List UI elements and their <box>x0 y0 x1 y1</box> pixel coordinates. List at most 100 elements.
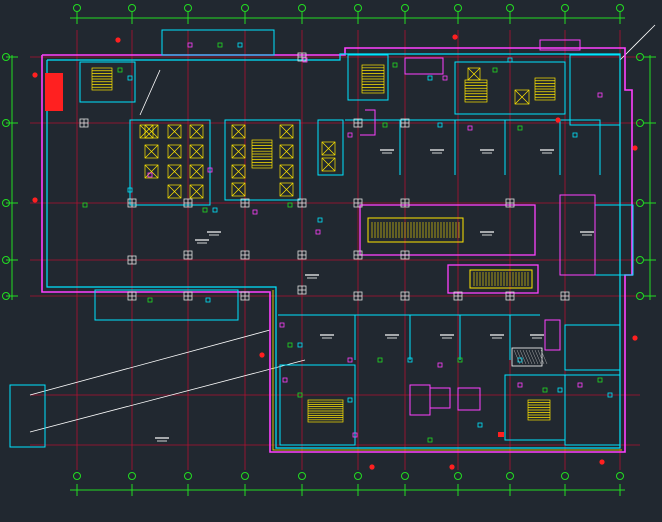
column-icon <box>297 285 307 295</box>
fixture-symbol <box>205 297 211 303</box>
hatched-room <box>511 347 543 367</box>
elevator-icon <box>279 124 294 139</box>
fixture-symbol <box>542 387 548 393</box>
fire-hydrant-icon <box>632 335 638 341</box>
column-icon <box>297 52 307 62</box>
escalators <box>359 204 539 294</box>
fire-hydrant-icon <box>599 459 605 465</box>
axis-bubble-icon <box>636 53 644 61</box>
fixture-symbol <box>577 382 583 388</box>
elevator-icon <box>321 141 336 156</box>
fixture-symbol <box>382 122 388 128</box>
fixture-symbol <box>287 202 293 208</box>
elevator-icon <box>139 124 154 139</box>
fixture-symbol <box>212 207 218 213</box>
fixture-symbol <box>407 357 413 363</box>
elevator-icon <box>231 164 246 179</box>
column-icon <box>297 250 307 260</box>
axis-bubble-icon <box>506 4 514 12</box>
fixture-symbol <box>127 187 133 193</box>
column-icon <box>127 255 137 265</box>
stair-icon <box>464 79 488 103</box>
column-icon <box>297 198 307 208</box>
axis-bubble-icon <box>2 199 10 207</box>
axis-bubble-icon <box>2 53 10 61</box>
fixture-symbol <box>377 357 383 363</box>
axis-bubble-icon <box>354 472 362 480</box>
elevator-icon <box>231 124 246 139</box>
elevator-icon <box>189 144 204 159</box>
fixture-symbol <box>147 172 153 178</box>
column-icon <box>560 291 570 301</box>
fire-hydrant-icon <box>369 464 375 470</box>
column-icon <box>453 291 463 301</box>
axis-bubble-icon <box>636 119 644 127</box>
axis-bubble-icon <box>506 472 514 480</box>
fixture-symbol <box>597 92 603 98</box>
fire-hydrant-icon <box>115 37 121 43</box>
column-icon <box>240 198 250 208</box>
column-icon <box>400 250 410 260</box>
elevator-icon <box>279 144 294 159</box>
column-icon <box>240 250 250 260</box>
elevator-icon <box>167 144 182 159</box>
fixture-symbol <box>287 342 293 348</box>
axis-bubble-icon <box>454 4 462 12</box>
fixture-symbol <box>352 432 358 438</box>
column-icon <box>505 291 515 301</box>
axis-bubble-icon <box>128 4 136 12</box>
axis-bubble-icon <box>636 292 644 300</box>
column-icon <box>353 198 363 208</box>
fixture-symbol <box>282 377 288 383</box>
column-icon <box>127 198 137 208</box>
fire-hydrant-icon <box>449 464 455 470</box>
fixture-symbol <box>297 342 303 348</box>
fixture-symbol <box>147 297 153 303</box>
fixture-symbol <box>442 75 448 81</box>
elevator-icon <box>144 144 159 159</box>
axis-bubble-icon <box>636 199 644 207</box>
elevator-icon <box>189 184 204 199</box>
fire-hydrant-icon <box>32 197 38 203</box>
fixture-symbol <box>317 217 323 223</box>
fixture-symbol <box>437 122 443 128</box>
fixture-symbol <box>117 67 123 73</box>
fixture-symbol <box>297 392 303 398</box>
column-icon <box>400 118 410 128</box>
elevator-icon <box>321 157 336 172</box>
fixture-symbol <box>427 437 433 443</box>
elevator-icon <box>279 164 294 179</box>
fixture-symbol <box>467 125 473 131</box>
fire-equipment <box>32 34 638 470</box>
fixture-symbol <box>517 357 523 363</box>
column-icon <box>505 198 515 208</box>
elevator-icon <box>189 164 204 179</box>
column-icon <box>183 291 193 301</box>
column-icon <box>240 291 250 301</box>
column-icon <box>183 250 193 260</box>
elevator-icon <box>231 144 246 159</box>
fire-hydrant-icon <box>452 34 458 40</box>
elevator-icon <box>144 164 159 179</box>
fixture-symbol <box>347 132 353 138</box>
fixture-symbol <box>202 207 208 213</box>
axis-bubble-icon <box>298 4 306 12</box>
fixture-symbol <box>187 42 193 48</box>
fixture-symbol <box>427 75 433 81</box>
fixture-symbol <box>557 387 563 393</box>
interior-walls <box>9 29 634 448</box>
column-icon <box>79 118 89 128</box>
elevator-icon <box>279 182 294 197</box>
axis-bubble-icon <box>2 256 10 264</box>
column-icon <box>353 118 363 128</box>
fixture-symbol <box>207 167 213 173</box>
fixture-symbol <box>315 229 321 235</box>
stair-icon <box>91 67 113 91</box>
elevator-icon <box>167 124 182 139</box>
elevator-icon <box>167 164 182 179</box>
axis-bubble-icon <box>298 472 306 480</box>
elevator-icon <box>189 124 204 139</box>
fixture-symbol <box>82 202 88 208</box>
column-icon <box>127 291 137 301</box>
